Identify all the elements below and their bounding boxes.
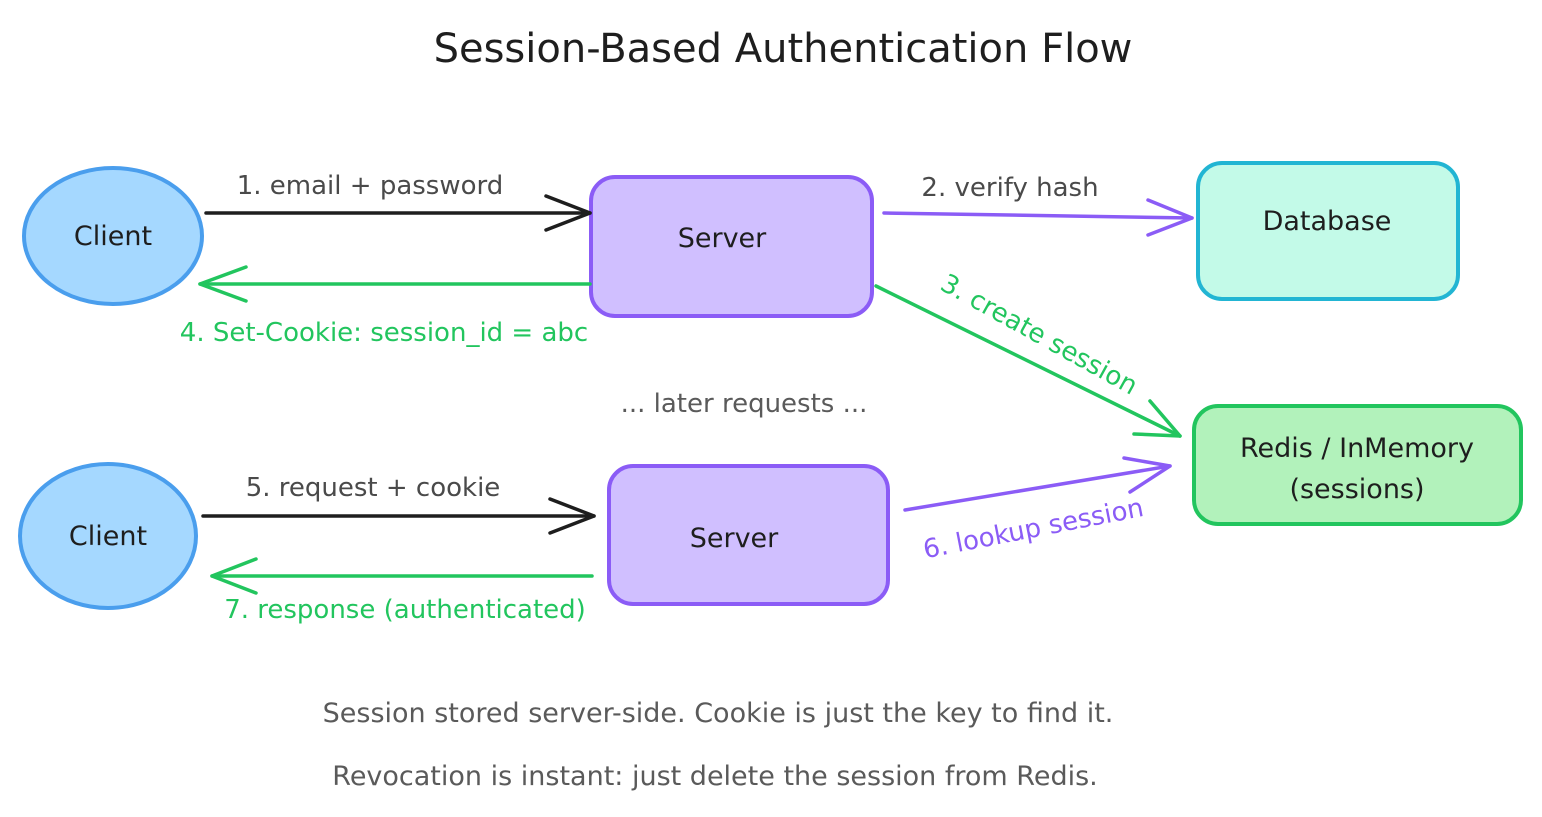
client-node-1[interactable]: Client	[22, 166, 204, 306]
arrow-step-2	[882, 198, 1194, 237]
client-node-2[interactable]: Client	[18, 462, 198, 610]
redis-node-label-line1: Redis / InMemory	[1240, 433, 1474, 464]
footer-note-1: Session stored server-side. Cookie is ju…	[323, 698, 1114, 729]
label-step-1: 1. email + password	[237, 171, 504, 201]
client-node-2-shape	[18, 462, 198, 610]
label-step-3: 3. create session	[935, 269, 1142, 402]
client-node-1-shape	[22, 166, 204, 306]
arrow-step-5	[201, 497, 596, 535]
label-step-4: 4. Set-Cookie: session_id = abc	[180, 318, 588, 348]
client-node-2-label: Client	[69, 521, 147, 552]
database-node-label: Database	[1263, 206, 1392, 237]
label-step-6: 6. lookup session	[921, 493, 1146, 565]
arrow-step-7	[210, 557, 594, 595]
server-node-1-label: Server	[678, 223, 767, 254]
client-node-1-label: Client	[74, 221, 152, 252]
label-step-2: 2. verify hash	[921, 173, 1098, 203]
redis-node-shape	[1192, 404, 1523, 526]
arrow-step-1	[204, 194, 592, 232]
later-requests-separator: ... later requests ...	[621, 389, 868, 419]
database-node[interactable]: Database	[1196, 161, 1460, 301]
server-node-2[interactable]: Server	[607, 464, 890, 606]
arrow-step-3	[874, 284, 1182, 438]
server-node-2-shape	[607, 464, 890, 606]
server-node-1-shape	[589, 175, 874, 318]
redis-node[interactable]: Redis / InMemory (sessions)	[1192, 404, 1523, 526]
redis-node-label-line2: (sessions)	[1289, 474, 1424, 505]
diagram-title: Session-Based Authentication Flow	[434, 26, 1133, 72]
arrow-step-6	[903, 456, 1172, 512]
database-node-shape	[1196, 161, 1460, 301]
label-step-7: 7. response (authenticated)	[224, 595, 586, 625]
server-node-2-label: Server	[690, 523, 779, 554]
footer-note-2: Revocation is instant: just delete the s…	[332, 761, 1097, 792]
arrow-step-4	[198, 265, 592, 303]
server-node-1[interactable]: Server	[589, 175, 874, 318]
label-step-5: 5. request + cookie	[246, 473, 501, 503]
